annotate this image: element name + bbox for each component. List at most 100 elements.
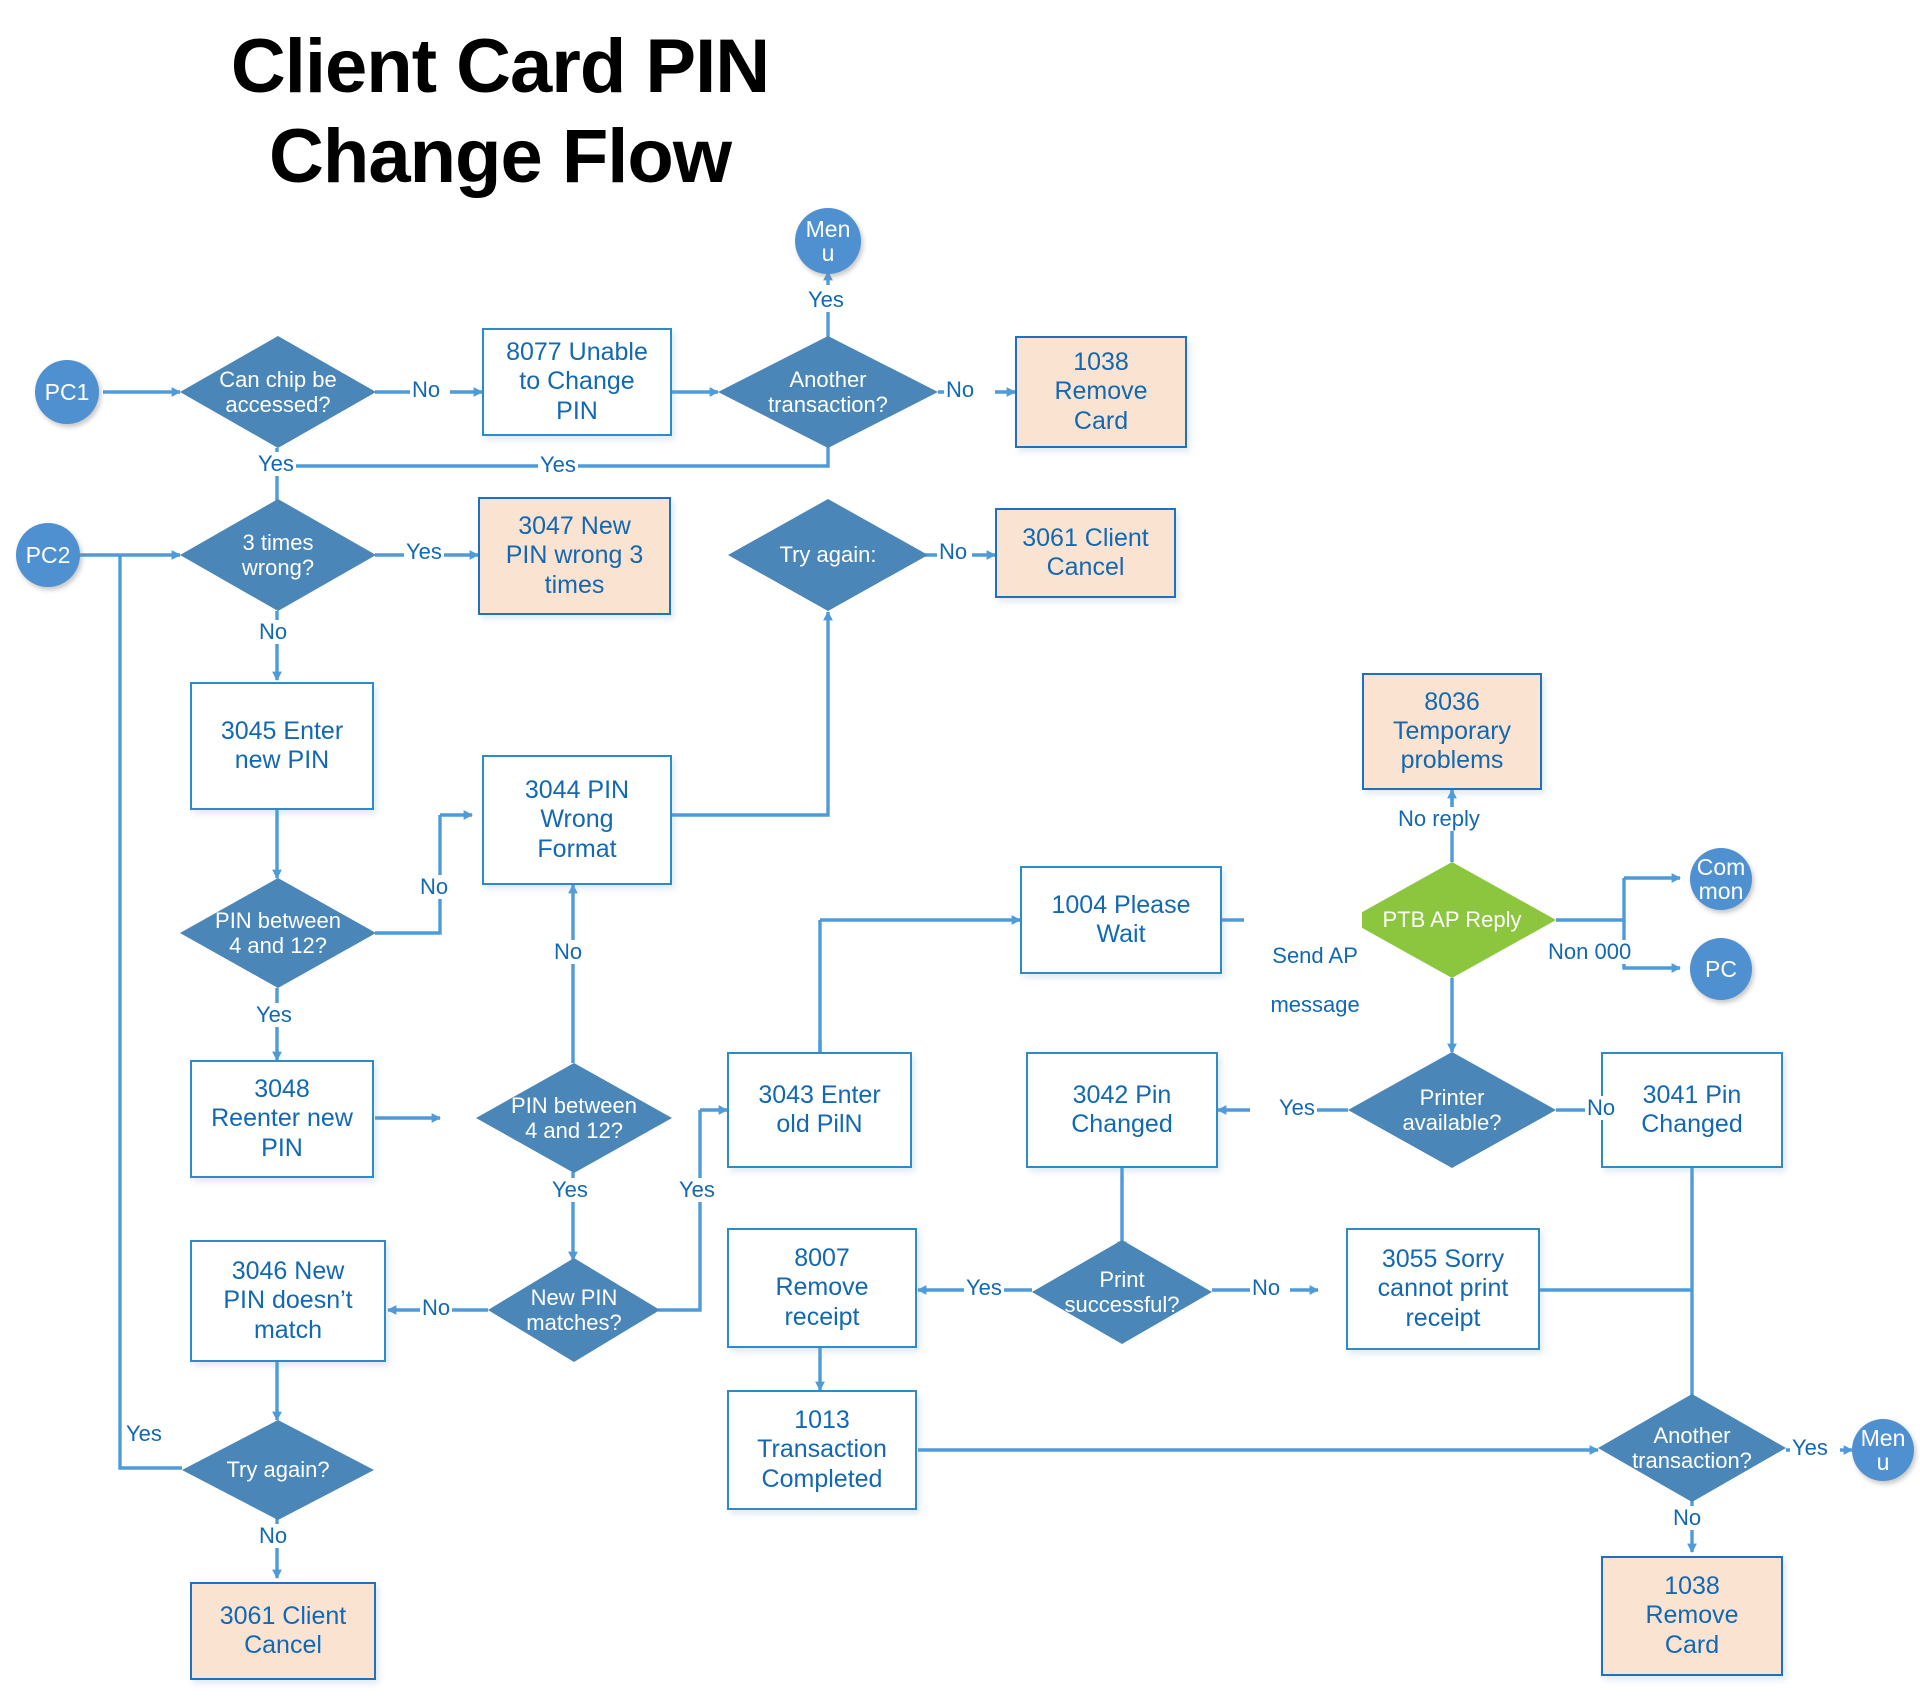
connector-pc2[interactable]: PC2 xyxy=(16,523,80,587)
terminator-label: 3061 Client Cancel xyxy=(1022,523,1149,581)
decision-label: Try again? xyxy=(226,1457,330,1483)
process-label: 8077 Unable to Change PIN xyxy=(506,338,648,425)
process-label: 1004 Please Wait xyxy=(1051,890,1191,948)
process-8007-remove-receipt[interactable]: 8007 Remove receipt xyxy=(727,1228,917,1348)
process-3041-pin-changed[interactable]: 3041 Pin Changed xyxy=(1601,1052,1783,1168)
terminator-label: 3061 Client Cancel xyxy=(219,1601,347,1659)
decision-label: PIN between 4 and 12? xyxy=(215,907,341,958)
decision-label: Another transaction? xyxy=(768,366,888,417)
connector-pc2-label: PC2 xyxy=(25,541,71,568)
process-label: 3041 Pin Changed xyxy=(1641,1080,1743,1138)
process-label: 1013 Transaction Completed xyxy=(757,1406,887,1493)
decision-another-transaction-bottom[interactable]: Another transaction? xyxy=(1598,1394,1786,1502)
process-3046-new-pin-doesnt-match[interactable]: 3046 New PIN doesn’t match xyxy=(190,1240,386,1362)
connector-pc-label: PC xyxy=(1705,955,1737,982)
terminator-3061-client-cancel-bottom[interactable]: 3061 Client Cancel xyxy=(190,1582,376,1680)
terminator-1038-remove-card-top[interactable]: 1038 Remove Card xyxy=(1015,336,1187,448)
process-label: 3042 Pin Changed xyxy=(1071,1080,1173,1138)
process-3045-enter-new-pin[interactable]: 3045 Enter new PIN xyxy=(190,682,374,810)
process-3044-pin-wrong-format[interactable]: 3044 PIN Wrong Format xyxy=(482,755,672,885)
decision-can-chip-be-accessed[interactable]: Can chip be accessed? xyxy=(180,336,376,448)
edge-label-another-top-no: No xyxy=(944,377,977,403)
decision-label: Another transaction? xyxy=(1632,1422,1752,1473)
connector-menu-bottom[interactable]: Men u xyxy=(1852,1419,1914,1481)
connector-menu-top-label: Men u xyxy=(805,215,851,266)
terminator-label: 3047 New PIN wrong 3 times xyxy=(505,512,644,599)
decision-new-pin-matches[interactable]: New PIN matches? xyxy=(488,1258,660,1362)
decision-label: PTB AP Reply xyxy=(1382,907,1522,933)
edge-label-pinbetween1-yes: Yes xyxy=(254,1002,294,1028)
edge-label-3times-no: No xyxy=(257,619,290,645)
process-label: 3044 PIN Wrong Format xyxy=(524,776,630,863)
edge-label-newpinmatch-yes: Yes xyxy=(677,1177,717,1203)
decision-label: Try again: xyxy=(779,542,877,568)
process-8077-unable-to-change-pin[interactable]: 8077 Unable to Change PIN xyxy=(482,328,672,436)
decision-label: New PIN matches? xyxy=(526,1284,622,1335)
connector-pc[interactable]: PC xyxy=(1690,938,1752,1000)
edge-label-tryagain-bot-yes: Yes xyxy=(124,1421,164,1447)
edge-label-pinbetween2-no: No xyxy=(552,939,585,965)
process-3043-enter-old-pin[interactable]: 3043 Enter old PilN xyxy=(727,1052,912,1168)
terminator-label: 1038 Remove Card xyxy=(1054,348,1148,435)
process-3048-reenter-new-pin[interactable]: 3048 Reenter new PIN xyxy=(190,1060,374,1178)
send-ap-line1: Send AP xyxy=(1272,943,1358,969)
edge-label-another-top-yes: Yes xyxy=(806,287,846,313)
edge-label-8077-yes: Yes xyxy=(538,452,578,478)
decision-ptb-ap-reply[interactable]: PTB AP Reply xyxy=(1348,862,1556,978)
terminator-label: 1038 Remove Card xyxy=(1645,1572,1739,1659)
edge-label-pinbetween2-yes: Yes xyxy=(550,1177,590,1203)
send-ap-line2: message xyxy=(1270,991,1360,1017)
process-3055-sorry-cannot-print-receipt[interactable]: 3055 Sorry cannot print receipt xyxy=(1346,1228,1540,1350)
terminator-3047-new-pin-wrong-3-times[interactable]: 3047 New PIN wrong 3 times xyxy=(478,497,671,615)
decision-label: 3 times wrong? xyxy=(241,529,315,580)
connector-common[interactable]: Com mon xyxy=(1690,848,1752,910)
edge-label-tryagain-bot-no: No xyxy=(257,1523,290,1549)
decision-pin-between-4-and-12-first[interactable]: PIN between 4 and 12? xyxy=(180,878,376,988)
process-label: 3048 Reenter new PIN xyxy=(211,1075,353,1162)
decision-pin-between-4-and-12-second[interactable]: PIN between 4 and 12? xyxy=(476,1063,672,1173)
terminator-label: 8036 Temporary problems xyxy=(1392,687,1512,775)
decision-try-again-top[interactable]: Try again: xyxy=(728,499,928,611)
terminator-3061-client-cancel-top[interactable]: 3061 Client Cancel xyxy=(995,508,1176,598)
decision-3-times-wrong[interactable]: 3 times wrong? xyxy=(180,499,376,611)
process-label: 3043 Enter old PilN xyxy=(758,1080,881,1138)
decision-print-successful[interactable]: Print successful? xyxy=(1032,1240,1212,1344)
decision-try-again-bottom[interactable]: Try again? xyxy=(182,1420,374,1520)
edge-label-printok-yes: Yes xyxy=(964,1275,1004,1301)
decision-printer-available[interactable]: Printer available? xyxy=(1348,1052,1556,1168)
edge-label-no-reply: No reply xyxy=(1396,806,1482,832)
connector-pc1[interactable]: PC1 xyxy=(35,360,99,424)
edge-label-chip-yes: Yes xyxy=(256,451,296,477)
process-3042-pin-changed[interactable]: 3042 Pin Changed xyxy=(1026,1052,1218,1168)
process-label: 3045 Enter new PIN xyxy=(220,716,344,774)
edge-label-printok-no: No xyxy=(1250,1275,1283,1301)
decision-another-transaction-top[interactable]: Another transaction? xyxy=(718,336,938,448)
edge-label-non-000: Non 000 xyxy=(1546,939,1634,965)
edge-label-pinbetween1-no: No xyxy=(418,874,451,900)
edge-label-printer-yes: Yes xyxy=(1277,1095,1317,1121)
connector-menu-top[interactable]: Men u xyxy=(795,208,861,274)
terminator-8036-temporary-problems[interactable]: 8036 Temporary problems xyxy=(1362,673,1542,790)
decision-label: Print successful? xyxy=(1064,1266,1180,1317)
edge-label-newpinmatch-no: No xyxy=(420,1295,453,1321)
edge-label-printer-no: No xyxy=(1585,1095,1618,1121)
page-title: Client Card PIN Change Flow xyxy=(230,24,770,199)
edge-label-chip-no: No xyxy=(410,377,443,403)
process-1013-transaction-completed[interactable]: 1013 Transaction Completed xyxy=(727,1390,917,1510)
connector-common-label: Com mon xyxy=(1696,853,1746,904)
connector-pc1-label: PC1 xyxy=(44,378,90,405)
process-label: 3055 Sorry cannot print receipt xyxy=(1377,1245,1509,1332)
decision-label: Can chip be accessed? xyxy=(219,366,337,417)
process-label: 8007 Remove receipt xyxy=(775,1244,869,1331)
connector-menu-bottom-label: Men u xyxy=(1860,1424,1906,1475)
process-1004-please-wait[interactable]: 1004 Please Wait xyxy=(1020,866,1222,974)
edge-label-tryagain-top-no: No xyxy=(937,539,970,565)
edge-label-3times-yes: Yes xyxy=(404,539,444,565)
edge-label-another-bot-no: No xyxy=(1671,1505,1704,1531)
decision-label: Printer available? xyxy=(1402,1084,1502,1135)
edge-label-send-ap-message: Send AP message Send AP message xyxy=(1244,896,1362,1042)
decision-label: PIN between 4 and 12? xyxy=(511,1092,637,1143)
terminator-1038-remove-card-bottom[interactable]: 1038 Remove Card xyxy=(1601,1556,1783,1676)
process-label: 3046 New PIN doesn’t match xyxy=(223,1257,353,1344)
